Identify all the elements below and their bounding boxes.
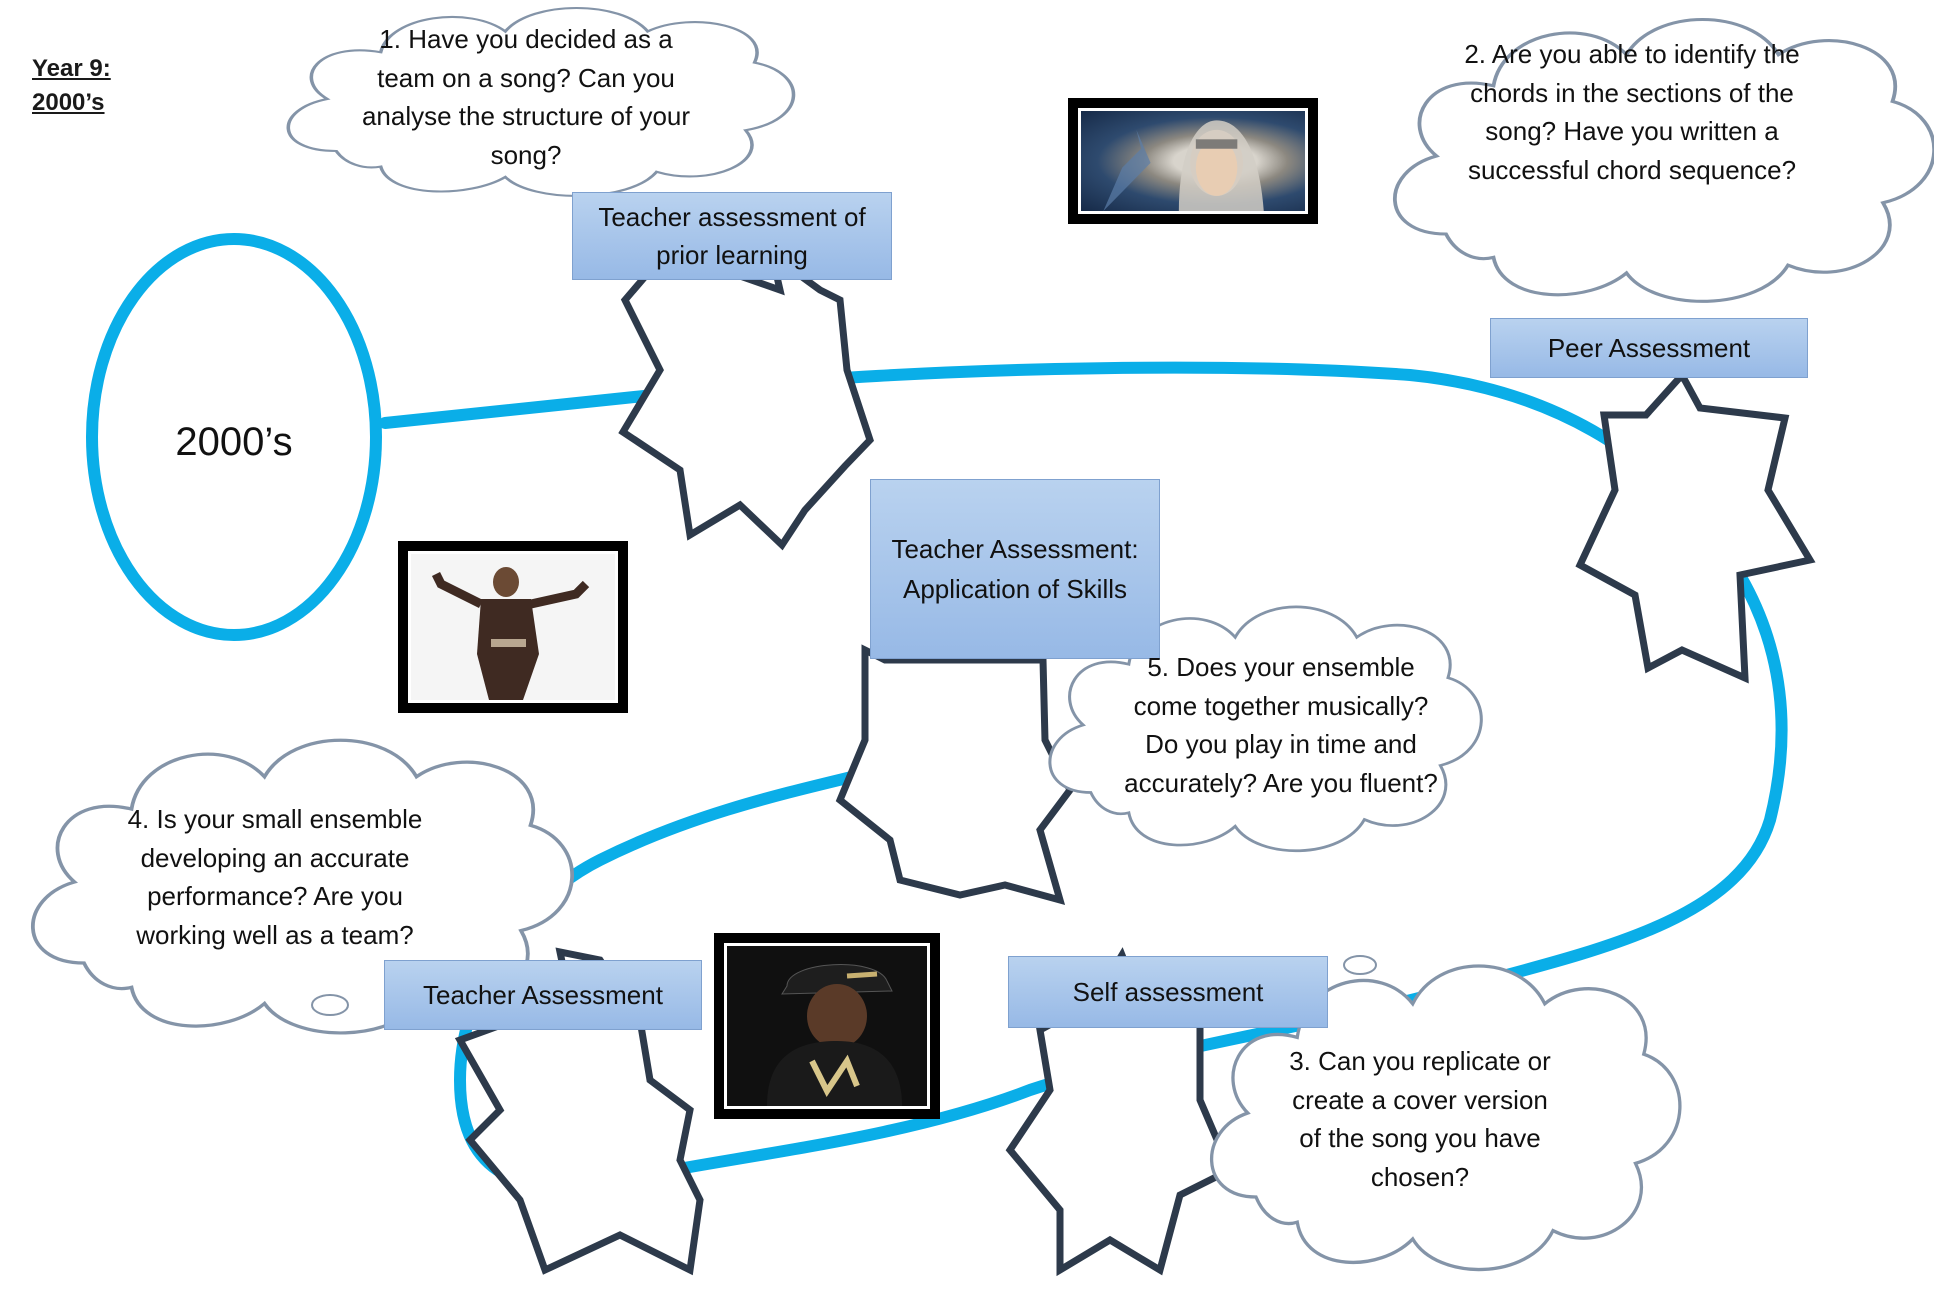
- artist-photo-cap: [714, 933, 940, 1119]
- artist-photo-hooded: [1068, 98, 1318, 224]
- box-label: Teacher Assessment: [423, 980, 663, 1010]
- stage-star-2: [1575, 368, 1816, 684]
- person-photo-icon: [767, 964, 902, 1106]
- cloud-text-2: 2. Are you able to identify the chords i…: [1464, 39, 1800, 185]
- box-label: Teacher Assessment: Application of Skill…: [891, 534, 1139, 604]
- hub-ellipse: [86, 233, 382, 641]
- stage-star-4: [454, 947, 704, 1276]
- box-teacher-application: Teacher Assessment: Application of Skill…: [870, 479, 1160, 659]
- page-title: Year 9: 2000’s: [32, 52, 111, 120]
- stage-star-5: [1005, 947, 1235, 1277]
- box-label: Peer Assessment: [1547, 333, 1751, 363]
- cloud-text-4: 4. Is your small ensemble developing an …: [127, 804, 423, 950]
- cloud-text-5: 5. Does your ensemble come together musi…: [1124, 652, 1438, 798]
- box-peer-assessment: Peer Assessment: [1490, 318, 1808, 378]
- cloud-text-1: 1. Have you decided as a team on a song?…: [361, 24, 691, 170]
- stage-star-1: [618, 246, 874, 551]
- hub-label: 2000’s: [175, 420, 293, 464]
- stage-star-3: [835, 644, 1075, 906]
- cloud-bubbles: [311, 955, 1377, 1016]
- box-label: Teacher assessment of prior learning: [598, 202, 866, 270]
- page-title-line-1: Year 9:: [32, 55, 111, 82]
- box-self-assessment: Self assessment: [1008, 956, 1328, 1028]
- box-label: Self assessment: [1072, 977, 1264, 1007]
- box-teacher-assessment: Teacher Assessment: [384, 960, 702, 1030]
- cloud-text-3: 3. Can you replicate or create a cover v…: [1289, 1046, 1551, 1192]
- page-title-line-2: 2000’s: [32, 89, 105, 116]
- box-teacher-prior-learning: Teacher assessment of prior learning: [572, 192, 892, 280]
- artist-photo-posing: [398, 541, 628, 713]
- person-photo-icon: [1103, 120, 1264, 211]
- person-photo-icon: [431, 567, 590, 700]
